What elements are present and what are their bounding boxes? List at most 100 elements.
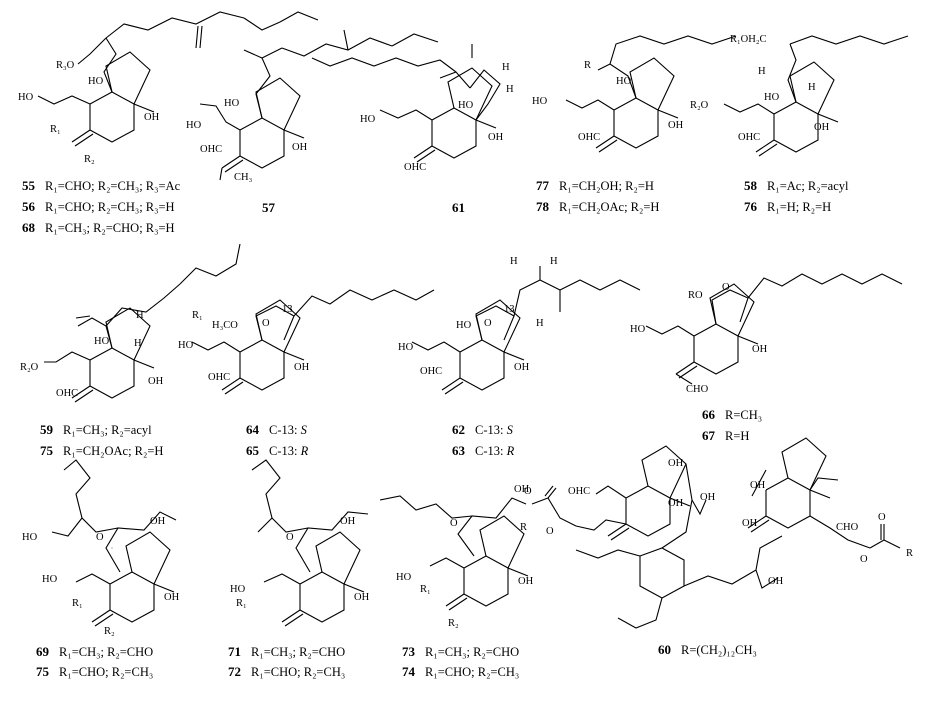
compound-label-69: R₁=CH₃; R₂=CHO <box>59 645 153 659</box>
o-atom: O <box>860 554 868 565</box>
cho-atom: CHO <box>686 384 709 395</box>
ho-atom: HO <box>178 340 194 351</box>
compound-number-77: 77 <box>536 178 550 193</box>
svg-text:63C-13: R: 63 C-13: R <box>452 443 515 458</box>
structure-61: H H HO HO OH OHC <box>311 44 514 173</box>
oh-atom: OH <box>700 492 716 503</box>
structure-59: H HO H R₁ R₂O OH OHC <box>20 243 241 403</box>
r1-atom: R₁ <box>192 310 203 321</box>
h-atom: H <box>502 62 510 73</box>
r2-atom: R₂ <box>104 626 115 637</box>
compound-number-73: 73 <box>402 644 416 659</box>
oh-atom: OH <box>750 480 766 491</box>
structure-64: H₃CO O 13 HO OH OHC <box>178 289 435 395</box>
oh-atom: OH <box>742 518 758 529</box>
oh-atom: OH <box>144 112 160 123</box>
h-atom: H <box>506 84 514 95</box>
compound-number-67: 67 <box>702 428 716 443</box>
o-atom: O <box>450 518 458 529</box>
r-atom: R <box>584 60 591 71</box>
o-atom: O <box>524 486 532 497</box>
cho-atom: CHO <box>836 522 859 533</box>
oh-atom: OH <box>488 132 504 143</box>
position-13-label: 13 <box>282 304 293 315</box>
o-atom: O <box>286 532 294 543</box>
o-atom: O <box>722 282 730 293</box>
structure-62: H H HO O 13 H HO OH OHC <box>398 256 641 395</box>
compound-number-62: 62 <box>452 422 465 437</box>
ho-atom: HO <box>458 100 474 111</box>
r2o-atom: R₂O <box>690 100 709 111</box>
r-atom: R <box>520 522 527 533</box>
compound-number-63: 63 <box>452 443 466 458</box>
compound-label-60: R=(CH₂)₁₂CH₃ <box>681 643 757 657</box>
ho-atom: HO <box>630 324 646 335</box>
compound-prefix-64: C-13: <box>269 423 301 437</box>
r2-atom: R₂ <box>84 154 95 165</box>
oh-atom: OH <box>752 344 768 355</box>
compound-number-64: 64 <box>246 422 260 437</box>
r2o-atom: R₂O <box>20 362 39 373</box>
svg-text:65C-13: R: 65C-13: R <box>246 443 309 458</box>
o-atom: O <box>262 318 270 329</box>
oh-atom: OH <box>814 122 830 133</box>
ohc-atom: OHC <box>208 372 230 383</box>
ho-atom: HO <box>224 98 240 109</box>
ohc-atom: OHC <box>420 366 442 377</box>
ohc-atom: OHC <box>738 132 760 143</box>
oh-atom: OH <box>668 458 684 469</box>
r2-atom: R₂ <box>448 618 459 629</box>
oh-atom: OH <box>768 576 784 587</box>
compound-label-71: R₁=CH₃; R₂=CHO <box>251 645 345 659</box>
oh-atom: OH <box>354 592 370 603</box>
h-atom: H <box>536 318 544 329</box>
compound-prefix-63: C-13: <box>475 444 507 458</box>
ho-atom: HO <box>22 532 38 543</box>
oh-atom: OH <box>668 498 684 509</box>
ho-atom: HO <box>230 584 246 595</box>
compound-label-74: R₁=CHO; R₂=CH₃ <box>425 665 519 679</box>
ho-atom: HO <box>456 320 472 331</box>
ho-atom: HO <box>532 96 548 107</box>
compound-number-60: 60 <box>658 642 671 657</box>
h-atom: H <box>136 310 144 321</box>
compound-label-73: R₁=CH₃; R₂=CHO <box>425 645 519 659</box>
compound-number-75b: 75 <box>36 664 50 679</box>
ho-atom: HO <box>360 114 376 125</box>
oh-atom: OH <box>668 120 684 131</box>
r3o-atom: R₃O <box>56 60 75 71</box>
svg-text:62C-13: S: 62C-13: S <box>452 422 514 437</box>
r1-atom: R₁ <box>420 584 431 595</box>
compound-number-69: 69 <box>36 644 50 659</box>
svg-text:64C-13: S: 64C-13: S <box>246 422 308 437</box>
compound-label-75a: R₁=CH₂OAc; R₂=H <box>63 444 163 458</box>
structure-60: O R O OHC OH OH OH OH OH OH CHO O O R <box>520 437 913 629</box>
compound-number-78: 78 <box>536 199 550 214</box>
compound-label-67: R=H <box>725 429 749 443</box>
compound-label-77: R₁=CH₂OH; R₂=H <box>559 179 654 193</box>
compound-label-72: R₁=CHO; R₂=CH₃ <box>251 665 345 679</box>
compound-prefix-62: C-13: <box>475 423 507 437</box>
compound-label-78: R₁=CH₂OAc; R₂=H <box>559 200 659 214</box>
structure-66: RO O HO OH CHO <box>630 273 903 395</box>
compound-label-68: R₁=CH₃; R₂=CHO; R₃=H <box>45 221 175 235</box>
compound-config-63: R <box>506 444 515 458</box>
compound-label-76: R₁=H; R₂=H <box>767 200 831 214</box>
r1-atom: R₁ <box>50 124 61 135</box>
structure-58: R₁OH₂C H HO H R₂O OH OHC <box>690 34 909 157</box>
r-atom: R <box>906 548 913 559</box>
oh-atom: OH <box>514 362 530 373</box>
